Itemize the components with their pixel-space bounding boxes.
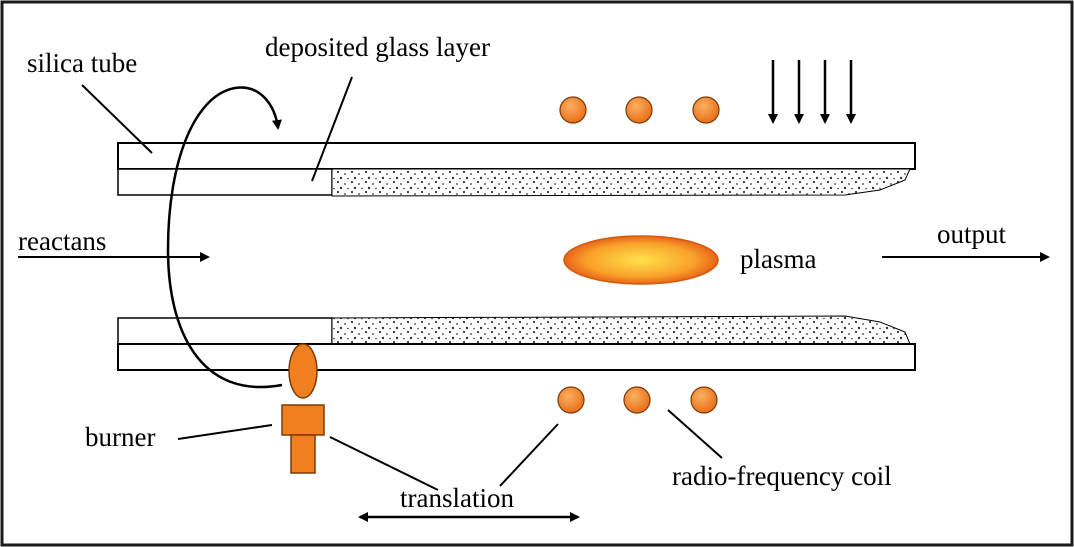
label-reactans: reactans (18, 226, 106, 256)
label-translation: translation (400, 483, 514, 513)
rotation-arrow (166, 86, 283, 389)
burner-stem (290, 434, 316, 474)
leader-rf-coil (667, 409, 723, 459)
leader-translation-coil (499, 423, 559, 487)
rf-coil-turn-bottom-3 (690, 386, 718, 414)
label-deposited-glass-layer: deposited glass layer (265, 32, 490, 62)
burner-head (281, 404, 325, 436)
leader-translation-burner (329, 436, 439, 491)
leader-burner (177, 424, 273, 440)
silica-tube-top-wall (117, 142, 916, 170)
deposited-glass-layer-bottom (117, 317, 333, 345)
leader-deposited-glass-layer (311, 76, 353, 182)
label-burner: burner (85, 422, 155, 452)
silica-tube-bottom-wall (117, 343, 916, 371)
downward-arrows (768, 60, 856, 124)
rf-coil-turn-top-1 (559, 96, 587, 124)
rf-coil-turn-top-2 (625, 96, 653, 124)
rf-coil-turn-bottom-1 (557, 386, 585, 414)
deposited-glass-layer-top (117, 168, 333, 196)
rf-coil-turn-top-3 (692, 96, 720, 124)
label-silica-tube: silica tube (27, 48, 137, 78)
soot-deposit-bottom (331, 315, 911, 345)
label-radio-frequency-coil: radio-frequency coil (672, 461, 892, 491)
label-plasma: plasma (740, 244, 816, 274)
burner (281, 343, 325, 474)
soot-deposit-top (331, 168, 911, 197)
label-output: output (937, 219, 1007, 249)
plasma-ellipse (563, 235, 719, 285)
burner-flame (288, 343, 318, 399)
rf-coil-turn-bottom-2 (623, 386, 651, 414)
leader-silica-tube (81, 84, 153, 154)
